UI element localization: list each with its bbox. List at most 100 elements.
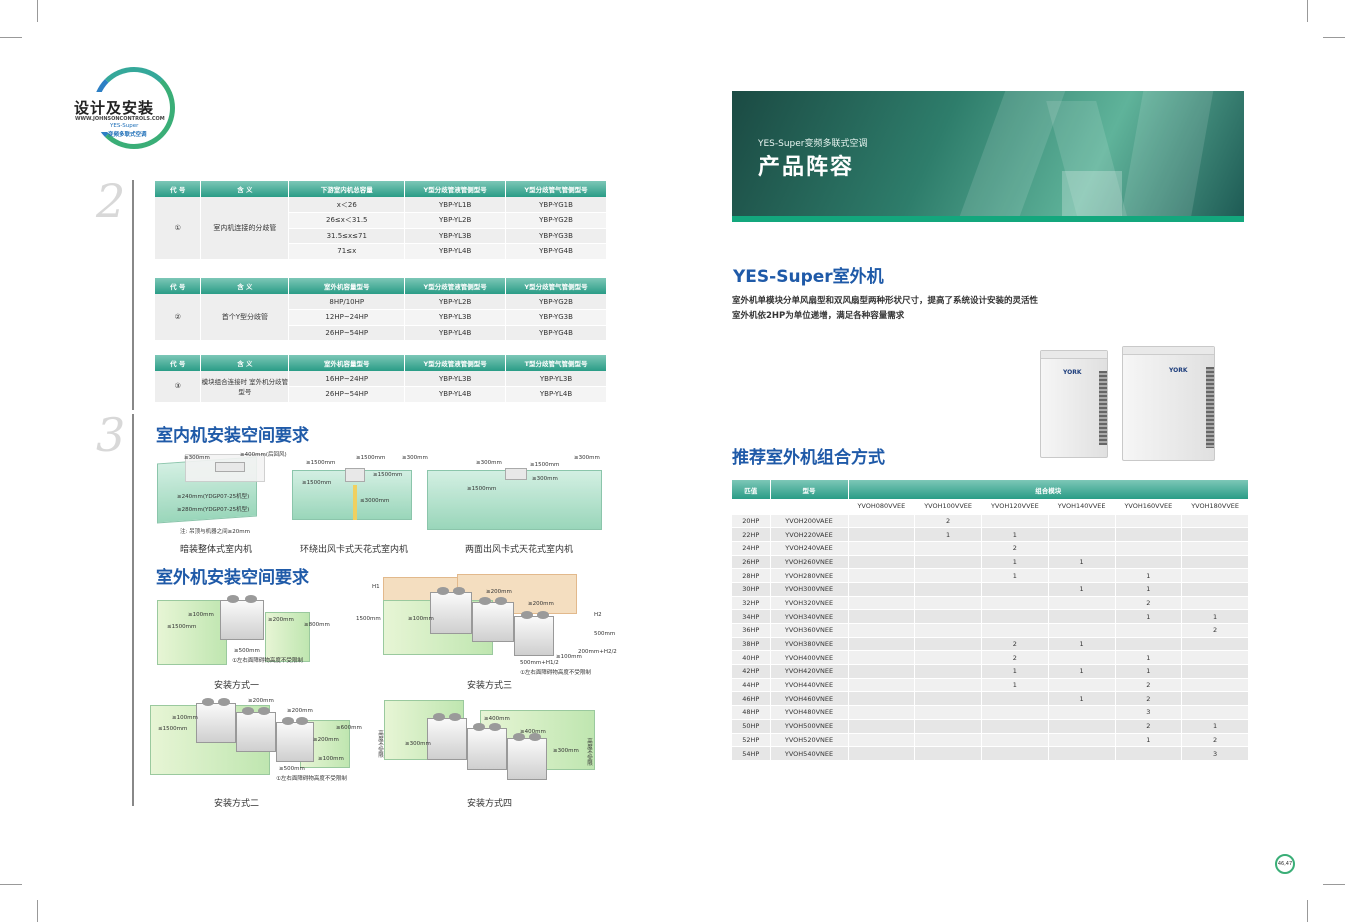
unit-top: [1041, 351, 1107, 359]
table-cell: [1048, 705, 1116, 720]
table-cell: [1115, 555, 1183, 570]
table-header: 组合模块: [848, 480, 1249, 499]
outdoor-unit: [220, 595, 264, 640]
crop-mark: [1307, 900, 1308, 922]
table-cell: [914, 719, 982, 734]
note-text: ①左右面障碍物高度不受限制: [520, 670, 591, 676]
fan-icon: [449, 713, 461, 721]
dimension-label: ≥600mm: [336, 725, 362, 731]
table-cell: 2: [1181, 733, 1249, 748]
table-cell: [1181, 664, 1249, 679]
table-cell: [1048, 541, 1116, 556]
table-cell: 1: [1115, 664, 1183, 679]
table-header: 含 义: [200, 181, 290, 197]
brand-logo: YORK: [1063, 369, 1082, 376]
module-header: YVOH180VVEE: [1181, 499, 1249, 515]
obstacle-wall: [265, 612, 310, 662]
fan-icon: [296, 717, 308, 725]
table-cell: [914, 705, 982, 720]
table-cell: YVOH300VNEE: [770, 582, 849, 597]
fan-icon: [479, 597, 491, 605]
table-cell: 2: [914, 514, 982, 529]
table-cell: 1: [1048, 664, 1116, 679]
diagram-caption: 安装方式四: [467, 799, 513, 809]
table-cell: [732, 499, 771, 515]
dimension-label: ≥1500mm: [356, 455, 386, 461]
table-cell: ①: [155, 197, 202, 260]
dimension-label: ≥100mm: [318, 756, 344, 762]
outdoor-unit: [514, 611, 554, 656]
table-cell: [981, 746, 1049, 761]
dimension-label: ≥400mm(后回风): [240, 452, 287, 458]
dimension-label: ≥100mm: [556, 654, 582, 660]
page-number: 46,47: [1275, 854, 1295, 874]
table-cell: [848, 623, 916, 638]
table-cell: [914, 678, 982, 693]
table-cell: [981, 582, 1049, 597]
table-cell: 26HP~54HP: [288, 325, 406, 341]
table-cell: [848, 514, 916, 529]
product-banner: [732, 91, 1244, 219]
table-cell: 46HP: [732, 691, 771, 707]
dimension-label: ≥200mm: [268, 617, 294, 623]
table-header: 代 号: [155, 278, 202, 294]
table-cell: ③: [155, 371, 202, 403]
diagram-caption: 两面出风卡式天花式室内机: [465, 545, 574, 555]
table-cell: 38HP: [732, 637, 771, 652]
table-cell: 31.5≤x≤71: [288, 228, 406, 244]
table-cell: 32HP: [732, 596, 771, 611]
dimension-label: H2: [594, 612, 602, 618]
unit-top: [1123, 347, 1214, 355]
module-header: YVOH100VVEE: [914, 499, 982, 515]
dimension-label: ≥280mm(YDGP07-25机型): [177, 507, 250, 513]
dimension-label: ≤1500mm: [167, 624, 197, 630]
table-cell: [848, 746, 916, 761]
section-number: 3: [96, 408, 126, 462]
table-cell: 8HP/10HP: [288, 294, 406, 310]
table-cell: [1115, 746, 1183, 761]
table-cell: 1: [981, 527, 1049, 542]
logo-mask: [64, 92, 122, 132]
table-cell: [914, 555, 982, 570]
fan-icon: [453, 587, 465, 595]
crop-mark: [0, 37, 22, 38]
fan-icon: [537, 611, 549, 619]
table-cell: YVOH260VNEE: [770, 555, 849, 570]
table-cell: [914, 664, 982, 679]
table-cell: 2: [981, 541, 1049, 556]
table-cell: 71≤x: [288, 243, 406, 260]
table-cell: [1181, 705, 1249, 720]
table-cell: YVOH380VNEE: [770, 637, 849, 652]
table-cell: 26HP~54HP: [288, 386, 406, 403]
diagram-caption: 安装方式一: [214, 681, 260, 691]
dimension-label: ≥1500mm: [306, 460, 336, 466]
table-cell: [848, 527, 916, 542]
outdoor-unit-double-fan: YORK: [1122, 346, 1215, 461]
fan-icon: [227, 595, 239, 603]
dimension-label: ≤3000mm: [360, 498, 390, 504]
table-cell: 30HP: [732, 582, 771, 597]
table-cell: 36HP: [732, 623, 771, 638]
product-heading: YES-Super室外机: [733, 267, 884, 287]
table-cell: [1048, 678, 1116, 693]
dimension-label: ≥500mm: [279, 766, 305, 772]
intro-line: 室外机单模块分单风扇型和双风扇型两种形状尺寸，提高了系统设计安装的灵活性: [732, 296, 1039, 306]
table-cell: [848, 719, 916, 734]
table-cell: [848, 555, 916, 570]
table-cell: 44HP: [732, 678, 771, 693]
banner-subtitle: YES-Super变频多联式空调: [758, 139, 868, 149]
crop-mark: [0, 884, 22, 885]
table-cell: [1115, 541, 1183, 556]
note-text: ①左右面障碍物高度不受限制: [276, 776, 347, 782]
table-cell: 50HP: [732, 719, 771, 734]
crop-mark: [1323, 37, 1345, 38]
outdoor-unit: [236, 707, 276, 752]
table-cell: [770, 499, 849, 515]
